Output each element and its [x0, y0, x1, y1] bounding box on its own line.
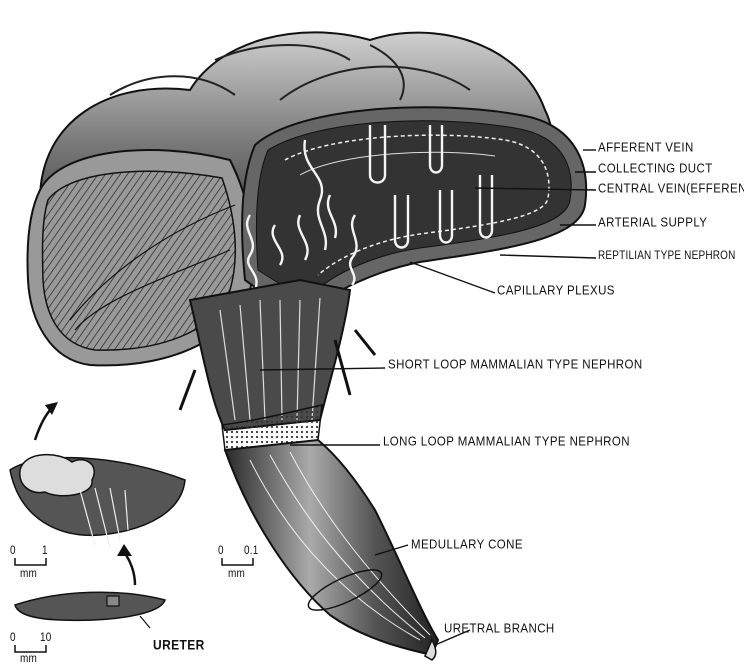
up-arrow-icon [35, 402, 58, 440]
label-capillary-plexus: CAPILLARY PLEXUS [497, 284, 615, 298]
label-central-vein: CENTRAL VEIN(EFFERENT) [598, 182, 744, 196]
scale-lobule-zero: 0 [10, 545, 16, 558]
label-uretral-branch: URETRAL BRANCH [444, 622, 555, 636]
scale-kidney-value: 10 [40, 632, 52, 645]
scale-lobule-value: 1 [42, 545, 48, 558]
lobule-inset [10, 455, 185, 548]
scale-kidney-unit: mm [20, 653, 37, 666]
scale-main-zero: 0 [218, 545, 224, 558]
scale-kidney-zero: 0 [10, 632, 16, 645]
kidney-inset [15, 592, 165, 628]
scale-main-value: 0.1 [244, 545, 259, 558]
label-ureter: URETER [153, 637, 205, 653]
label-arterial-supply: ARTERIAL SUPPLY [598, 216, 707, 230]
label-afferent-vein: AFFERENT VEIN [598, 141, 694, 155]
scale-lobule-unit: mm [20, 568, 37, 581]
scale-main-unit: mm [228, 568, 245, 581]
label-collecting-duct: COLLECTING DUCT [598, 162, 713, 176]
label-short-loop-nephron: SHORT LOOP MAMMALIAN TYPE NEPHRON [388, 358, 643, 372]
label-long-loop-nephron: LONG LOOP MAMMALIAN TYPE NEPHRON [383, 435, 630, 449]
label-reptilian-nephron: REPTILIAN TYPE NEPHRON [598, 250, 736, 263]
medulla [190, 280, 438, 660]
up-arrow-icon [117, 544, 135, 585]
label-medullary-cone: MEDULLARY CONE [411, 538, 523, 552]
